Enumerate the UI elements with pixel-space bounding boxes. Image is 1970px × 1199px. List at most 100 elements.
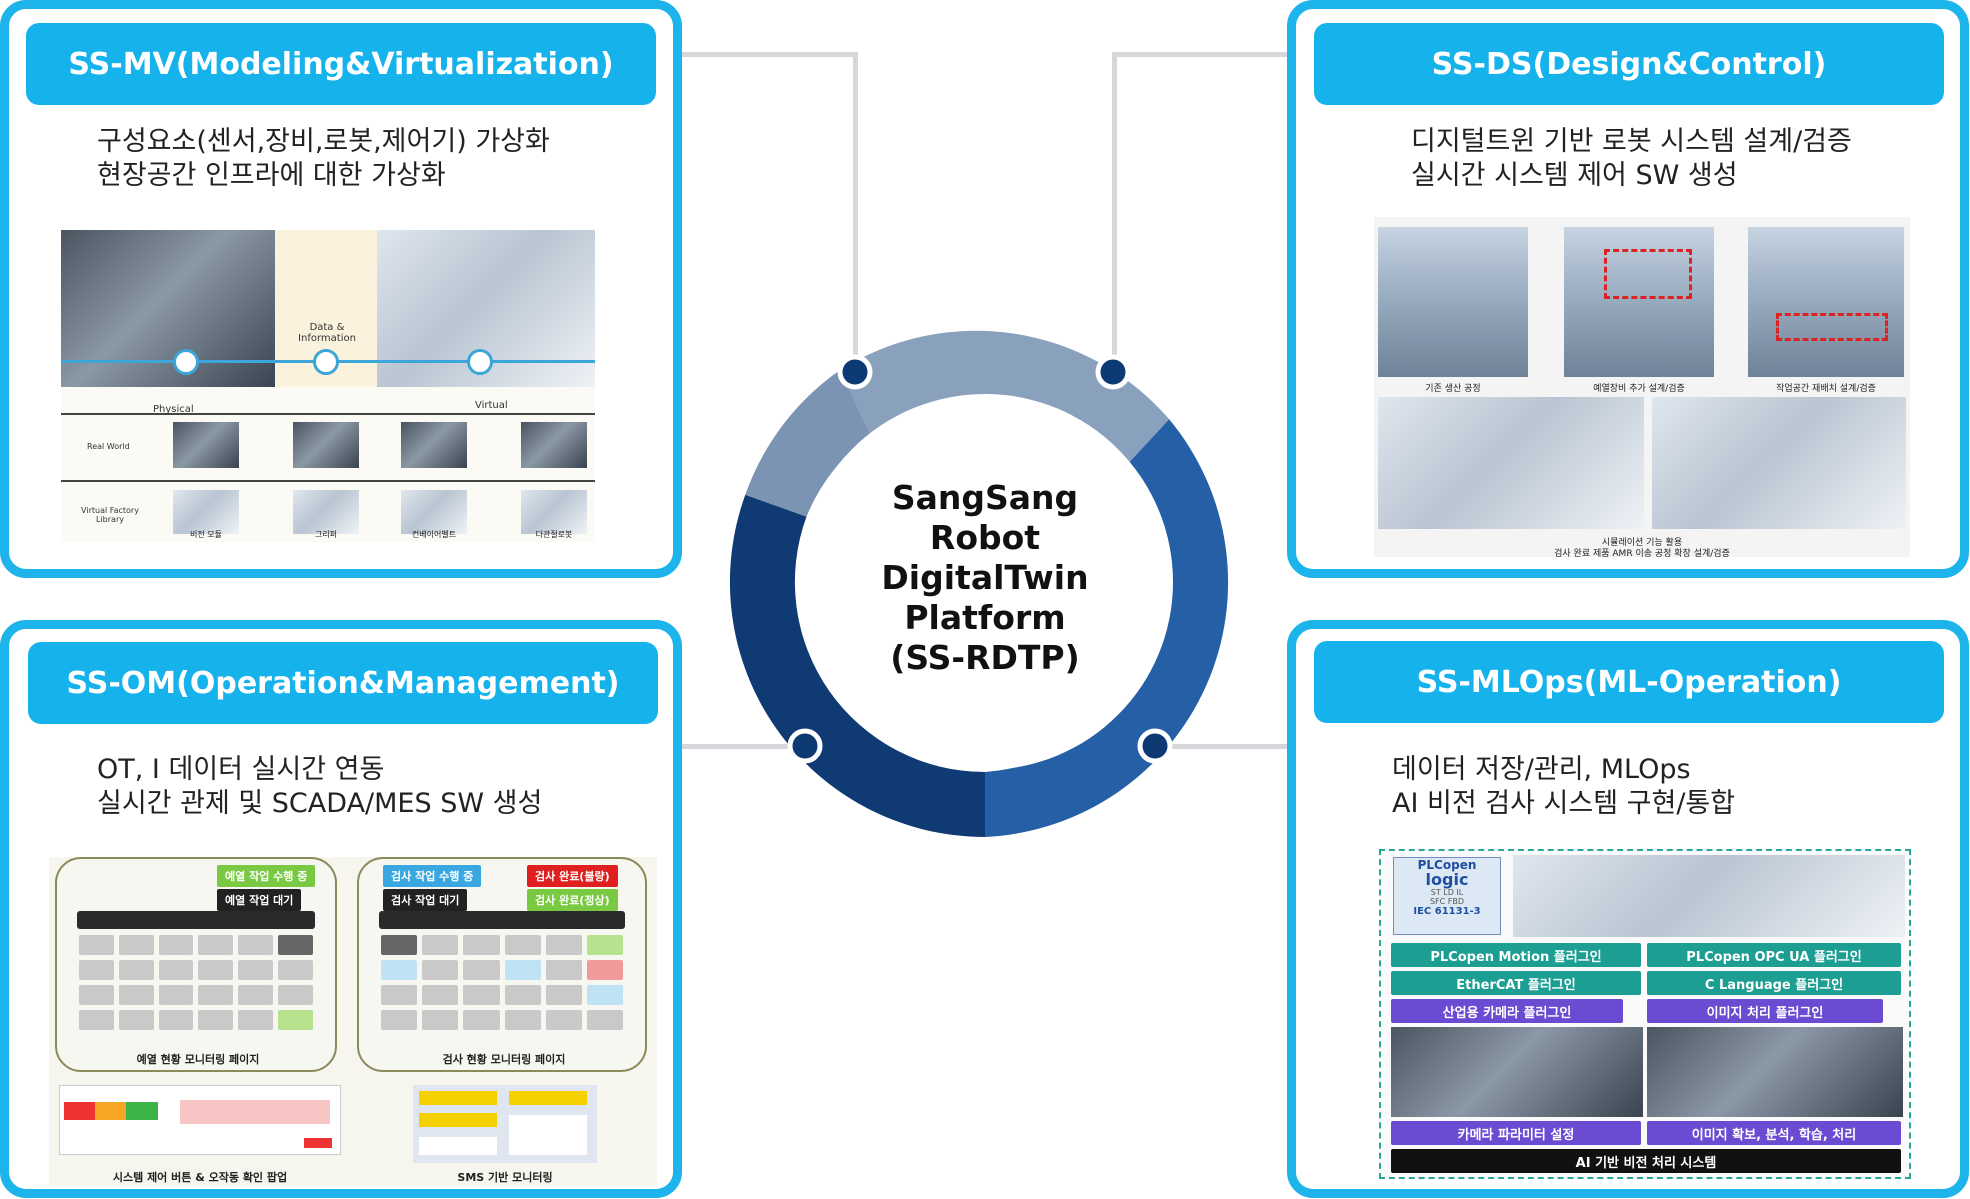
- connector-top-left-h: [678, 52, 858, 57]
- ds-simulation-view: [1652, 397, 1906, 529]
- ring-segment-left: [745, 369, 871, 517]
- mv-caption: 컨베이어벨트: [411, 530, 457, 539]
- om-tag: 검사 완료(불량): [527, 865, 618, 887]
- desc-line: 구성요소(센서,장비,로봇,제어기) 가상화: [97, 126, 550, 157]
- panel-mv: SS-MV(Modeling&Virtualization) 구성요소(센서,장…: [0, 0, 682, 578]
- om-tag: 검사 작업 수행 중: [383, 865, 482, 887]
- platform-title-line: SangSang: [891, 478, 1079, 517]
- connector-bottom-right-h: [1160, 744, 1295, 749]
- om-caption: 시스템 제어 버튼 & 오작동 확인 팝업: [112, 1171, 288, 1184]
- om-tag: 검사 작업 대기: [383, 889, 468, 911]
- om-inspection-card: 검사 작업 수행 중 검사 작업 대기 검사 완료(불량) 검사 완료(정상) …: [357, 857, 647, 1072]
- plcopen-iec: IEC 61131-3: [1413, 906, 1481, 917]
- ds-highlight-box: [1776, 313, 1888, 341]
- desc-line: 실시간 관제 및 SCADA/MES SW 생성: [97, 788, 543, 819]
- panel-ml-desc: 데이터 저장/관리, MLOps AI 비전 검사 시스템 구현/통합: [1392, 753, 1735, 821]
- mv-row-virtual-library: Virtual Factory Library: [81, 506, 139, 524]
- om-caption: 예열 현황 모니터링 페이지: [136, 1053, 260, 1066]
- om-figure: 예열 작업 수행 중 예열 작업 대기 예열 현황 모니터링 페이지 검사 작업…: [49, 857, 657, 1185]
- ring-segment-bottom-left: [729, 494, 985, 837]
- mv-real-photo: [173, 422, 239, 468]
- ds-scene: [1748, 227, 1904, 377]
- panel-om: SS-OM(Operation&Management) OT, I 데이터 실시…: [0, 620, 682, 1198]
- desc-line: 디지털트윈 기반 로봇 시스템 설계/검증: [1411, 126, 1852, 157]
- mv-data-info: Data & Information: [298, 322, 356, 344]
- ml-figure: PLCopen logic ST LD IL SFC FBD IEC 61131…: [1379, 849, 1911, 1179]
- mv-row-real-world: Real World: [87, 442, 130, 451]
- om-tag: 예열 작업 대기: [217, 889, 302, 911]
- mv-caption: 다관절로봇: [535, 530, 573, 539]
- desc-line: 실시간 시스템 제어 SW 생성: [1411, 160, 1738, 191]
- platform-title-line: Platform: [904, 598, 1066, 637]
- ml-bar: PLCopen OPC UA 플러그인: [1647, 943, 1901, 967]
- connector-top-right-v: [1112, 52, 1117, 372]
- ds-caption: 예열장비 추가 설계/검증: [1593, 384, 1685, 394]
- ring-dot-top-left: [837, 354, 873, 390]
- panel-ds: SS-DS(Design&Control) 디지털트윈 기반 로봇 시스템 설계…: [1287, 0, 1969, 578]
- plcopen-langs: ST LD IL: [1430, 888, 1464, 897]
- mv-caption: 비전 모듈: [190, 530, 222, 539]
- ds-bottom-caption-1: 시뮬레이션 기능 활용: [1601, 538, 1683, 548]
- ring-dot-bottom-left: [787, 728, 823, 764]
- connector-top-left-v: [853, 52, 858, 372]
- panel-om-title: SS-OM(Operation&Management): [28, 642, 658, 724]
- mv-figure: Data & Information Physical Virtual Real…: [61, 230, 595, 542]
- plcopen-logic: logic: [1425, 870, 1469, 889]
- om-caption: SMS 기반 모니터링: [457, 1171, 553, 1184]
- ds-highlight-box: [1604, 249, 1692, 299]
- ds-scene: [1378, 227, 1528, 377]
- desc-line: 현장공간 인프라에 대한 가상화: [97, 160, 446, 191]
- desc-line: AI 비전 검사 시스템 구현/통합: [1392, 788, 1736, 819]
- ds-simulation-view: [1378, 397, 1644, 529]
- mv-real-photo: [521, 422, 587, 468]
- ml-image-processing: [1647, 1027, 1903, 1117]
- mv-link-circle: [467, 349, 493, 375]
- plcopen-langs: SFC FBD: [1429, 897, 1465, 906]
- panel-ml-title: SS-MLOps(ML-Operation): [1314, 641, 1944, 723]
- mv-virtual-model: [521, 490, 587, 534]
- panel-mv-desc: 구성요소(센서,장비,로봇,제어기) 가상화 현장공간 인프라에 대한 가상화: [97, 125, 550, 193]
- platform-ring: [729, 330, 1229, 837]
- mv-virtual-model: [293, 490, 359, 534]
- mv-virtual-model: [401, 490, 467, 534]
- om-caption: 검사 현황 모니터링 페이지: [442, 1053, 566, 1066]
- connector-bottom-left-h: [678, 744, 808, 749]
- mv-physical-label: Physical: [153, 404, 194, 415]
- plcopen-logo: PLCopen logic ST LD IL SFC FBD IEC 61131…: [1393, 857, 1501, 935]
- mv-caption: 그리퍼: [314, 530, 338, 539]
- mv-virtual-model: [173, 490, 239, 534]
- om-tag: 예열 작업 수행 중: [217, 865, 316, 887]
- mv-link-circle: [173, 349, 199, 375]
- om-status-grid: [79, 935, 313, 1030]
- ml-bar: EtherCAT 플러그인: [1391, 971, 1641, 995]
- ml-bar: C Language 플러그인: [1647, 971, 1901, 995]
- mv-real-photo: [401, 422, 467, 468]
- panel-ds-desc: 디지털트윈 기반 로봇 시스템 설계/검증 실시간 시스템 제어 SW 생성: [1411, 125, 1852, 193]
- panel-om-desc: OT, I 데이터 실시간 연동 실시간 관제 및 SCADA/MES SW 생…: [97, 753, 542, 821]
- ds-caption: 작업공간 재배치 설계/검증: [1776, 384, 1876, 394]
- ds-figure: 기존 생산 공정 예열장비 추가 설계/검증 작업공간 재배치 설계/검증 시뮬…: [1374, 217, 1910, 557]
- om-screen-header: [379, 911, 625, 929]
- ds-caption: 기존 생산 공정: [1425, 384, 1481, 394]
- om-screen-header: [77, 911, 315, 929]
- ml-ide-screenshot: [1513, 855, 1905, 937]
- panel-ml: SS-MLOps(ML-Operation) 데이터 저장/관리, MLOps …: [1287, 620, 1969, 1198]
- panel-mv-title: SS-MV(Modeling&Virtualization): [26, 23, 656, 105]
- ml-bar: 이미지 처리 플러그인: [1647, 999, 1883, 1023]
- ring-dot-bottom-right: [1137, 728, 1173, 764]
- platform-title-line: Robot: [929, 518, 1041, 557]
- om-sms-screen: [413, 1085, 597, 1163]
- desc-line: OT, I 데이터 실시간 연동: [97, 754, 385, 785]
- mv-real-photo: [293, 422, 359, 468]
- connector-top-right-h: [1112, 52, 1292, 57]
- ring-dot-top-right: [1095, 354, 1131, 390]
- ml-bar: 이미지 확보, 분석, 학습, 처리: [1647, 1121, 1901, 1145]
- ring-segment-right: [985, 419, 1229, 837]
- om-tag: 검사 완료(정상): [527, 889, 618, 911]
- mv-physical-photo: [61, 230, 275, 387]
- plcopen-title: PLCopen: [1417, 858, 1477, 872]
- ml-bar: 카메라 파라미터 설정: [1391, 1121, 1641, 1145]
- platform-title: SangSang Robot DigitalTwin Platform (SS-…: [870, 478, 1100, 678]
- mv-link-circle: [313, 349, 339, 375]
- ml-bar: PLCopen Motion 플러그인: [1391, 943, 1641, 967]
